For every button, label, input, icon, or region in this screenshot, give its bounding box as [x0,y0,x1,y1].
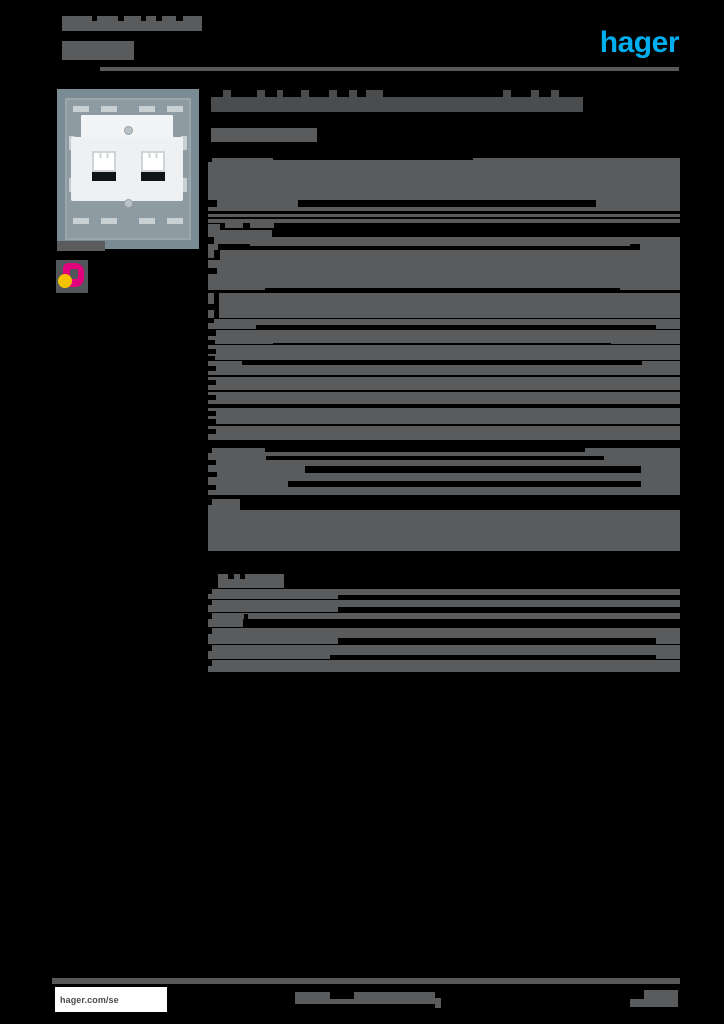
variant-swatch[interactable] [56,260,88,293]
header-divider-gap [53,67,100,71]
data-port-left [92,151,116,172]
table-row [208,460,680,495]
table-row [208,293,680,318]
ref-notch [176,16,183,21]
ref-notch [141,16,146,21]
page-subtitle [211,128,317,142]
data-port-left-slot [92,172,116,181]
table-row [208,392,680,406]
page-title [211,90,583,112]
table-row [208,426,680,440]
table-row [208,345,680,360]
table-section-heading [218,574,284,588]
footer-url[interactable]: hager.com/se [55,987,167,1012]
table-row [208,158,680,217]
table-row [208,319,680,329]
table-row [208,330,680,344]
page-header: hager [0,0,724,76]
footer-center-tail [435,998,441,1008]
table-row [208,237,680,244]
product-image-caption [57,241,105,251]
socket-face-plate [71,137,183,201]
table-row [208,250,680,260]
hager-logo[interactable]: hager [599,26,680,59]
variant-shape-cutout [70,269,78,279]
table-row [208,589,680,599]
footer-divider [48,978,680,984]
data-port-right [141,151,165,172]
table-row [208,377,680,390]
ref-notch [118,16,124,21]
header-divider [53,67,679,71]
document-reference-line-1 [62,16,202,31]
socket-screw-top [124,126,133,135]
document-reference-line-2 [62,41,134,60]
footer-url-label: hager.com/se [60,994,119,1005]
ref-notch [92,16,97,21]
table-row [208,260,680,290]
data-port-right-slot [141,172,165,181]
socket-screw-bottom [124,199,133,208]
variant-accent-icon [58,274,72,288]
footer-center-text [295,992,435,1004]
table-row [208,660,680,672]
table-row [208,513,680,551]
product-image[interactable] [57,89,199,249]
table-row [208,408,680,424]
ref-notch [156,16,162,21]
